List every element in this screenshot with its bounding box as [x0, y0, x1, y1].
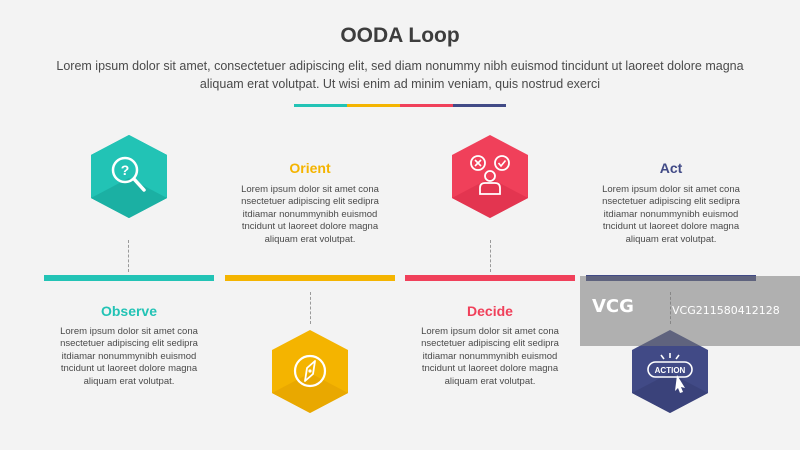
orient-heading: Orient [289, 160, 331, 176]
action-button-icon: ACTION [632, 330, 708, 413]
orient-bar [225, 275, 395, 281]
decide-bar [405, 275, 575, 281]
observe-hexagon: ? [84, 130, 174, 220]
divider-teal [294, 104, 347, 107]
divider-navy [453, 104, 506, 107]
decide-connector [490, 240, 491, 272]
watermark-id: VCG211580412128 [672, 304, 780, 317]
divider-yellow [347, 104, 400, 107]
magnifier-question-icon: ? [91, 135, 167, 218]
orient-description: Lorem ipsum dolor sit amet cona nsectetu… [241, 184, 379, 245]
act-heading: Act [659, 160, 683, 176]
orient-hexagon [265, 325, 355, 415]
decide-heading: Decide [467, 303, 513, 319]
orient-connector [310, 292, 311, 324]
diagram-subtitle: Lorem ipsum dolor sit amet, consectetuer… [56, 59, 744, 91]
action-icon-label: ACTION [655, 366, 686, 375]
watermark-logo: VCG [592, 296, 634, 317]
decide-description: Lorem ipsum dolor sit amet cona nsectetu… [421, 326, 559, 387]
observe-bar [44, 275, 214, 281]
watermark-overlay: VCG VCG211580412128 [580, 276, 800, 346]
act-hexagon: ACTION [625, 325, 715, 415]
observe-connector [128, 240, 129, 272]
svg-text:?: ? [121, 162, 130, 178]
diagram-title: OODA Loop [340, 24, 460, 47]
person-choice-icon [452, 135, 528, 218]
act-description: Lorem ipsum dolor sit amet cona nsectetu… [602, 184, 740, 245]
divider-red [400, 104, 453, 107]
observe-description: Lorem ipsum dolor sit amet cona nsectetu… [60, 326, 198, 387]
decide-hexagon [445, 130, 535, 220]
observe-heading: Observe [100, 303, 158, 319]
compass-icon [272, 330, 348, 413]
